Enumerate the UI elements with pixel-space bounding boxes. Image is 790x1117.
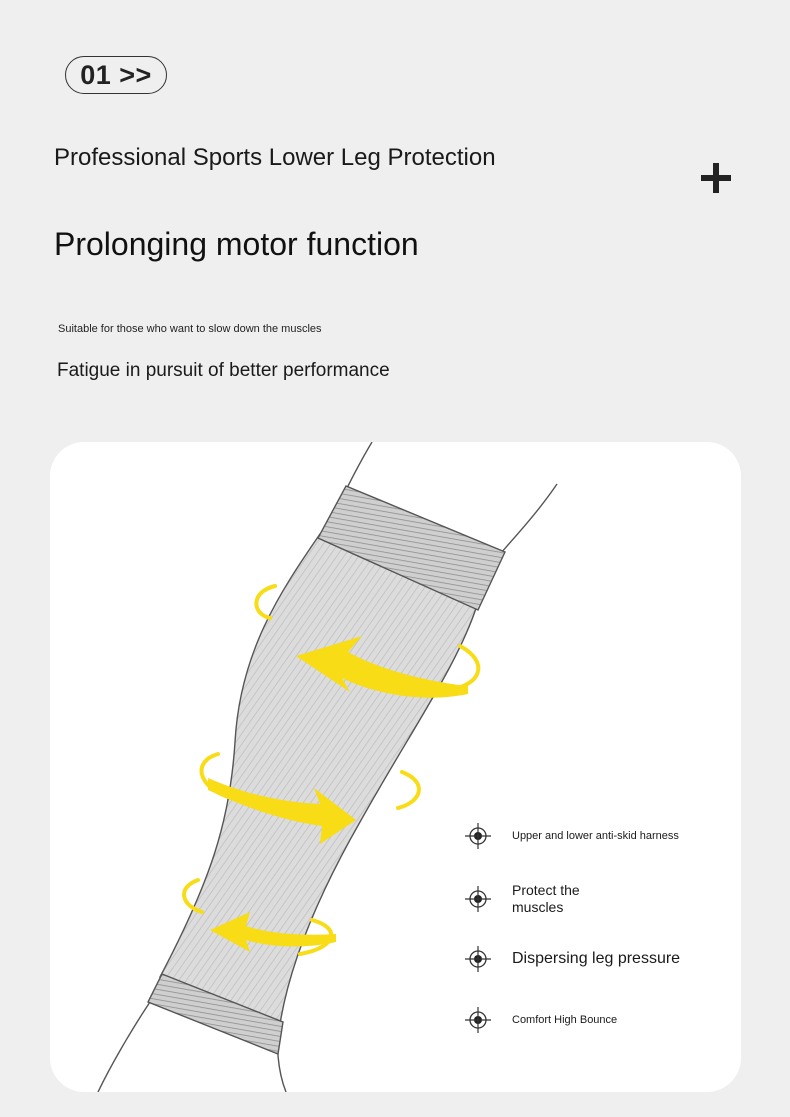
tagline: Fatigue in pursuit of better performance — [57, 360, 390, 381]
feature-comfort-bounce: Comfort High Bounce — [464, 1006, 617, 1034]
calf-sleeve-illustration — [97, 442, 558, 1092]
feature-leg-pressure: Dispersing leg pressure — [464, 945, 680, 973]
target-icon — [465, 886, 491, 912]
sleeve-bottom-band — [147, 973, 284, 1055]
feature-label: Comfort High Bounce — [512, 1014, 618, 1026]
feature-protect-muscles: Protect the muscles — [464, 882, 632, 916]
feature-label: Protect the muscles — [512, 882, 580, 915]
step-badge: 01 >> — [65, 56, 167, 94]
target-icon — [465, 823, 491, 849]
plus-icon[interactable] — [701, 163, 731, 193]
suitability-note: Suitable for those who want to slow down… — [58, 323, 322, 335]
arrow-left-upper — [296, 636, 468, 698]
leg-outline-front — [499, 483, 558, 555]
feature-anti-skid: Upper and lower anti-skid harness — [464, 822, 679, 850]
yellow-arrows — [208, 636, 468, 952]
page-title: Professional Sports Lower Leg Protection — [54, 144, 496, 171]
arrow-left-lower — [210, 912, 336, 952]
arrow-right-middle — [208, 778, 356, 844]
target-icon — [465, 1007, 491, 1033]
page-subtitle: Prolonging motor function — [54, 226, 419, 262]
product-card: Upper and lower anti-skid harness Protec… — [50, 442, 741, 1092]
leg-outline-back — [345, 442, 373, 491]
target-icon — [465, 946, 491, 972]
sleeve-top-band — [317, 485, 506, 611]
feature-label: Upper and lower anti-skid harness — [512, 830, 679, 842]
feature-label: Dispersing leg pressure — [512, 950, 681, 967]
